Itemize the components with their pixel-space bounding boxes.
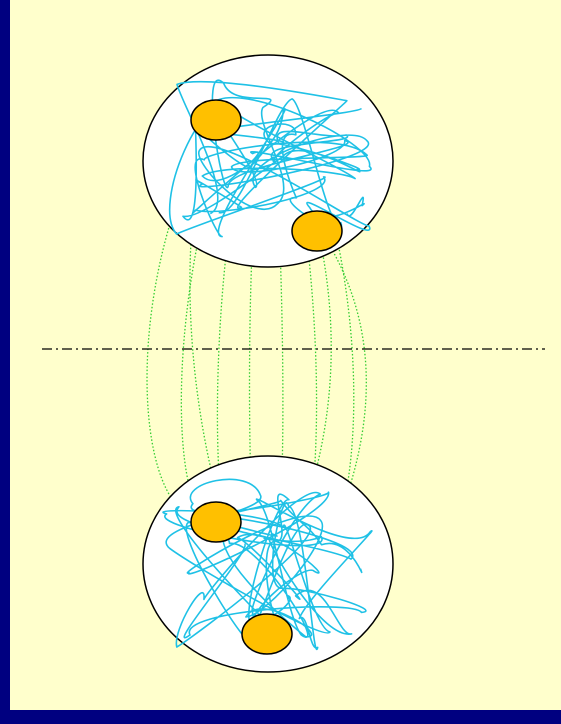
slide-canvas	[10, 0, 561, 710]
centrosome	[291, 210, 343, 252]
centrosome	[190, 99, 242, 141]
daughter-cell-top	[142, 54, 394, 268]
cell-division-diagram	[42, 54, 545, 673]
spindle-fiber	[299, 229, 367, 601]
centrosome	[241, 613, 293, 655]
daughter-cell-bottom	[142, 455, 394, 673]
spindle-fiber	[247, 229, 332, 631]
chromatin-strand	[168, 80, 372, 235]
centrosome	[190, 501, 242, 543]
